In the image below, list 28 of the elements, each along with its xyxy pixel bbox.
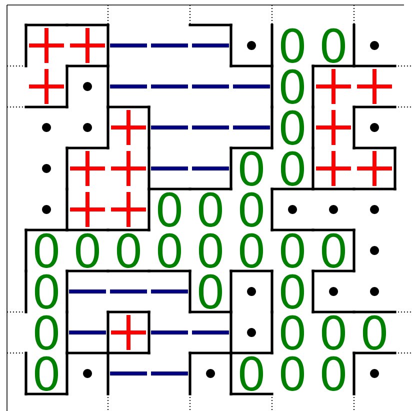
cell-digit: 0 [322,356,346,391]
cell-digit: 0 [198,192,222,227]
cell-digit: 0 [280,315,304,350]
cell-digit: 0 [322,315,346,350]
cell-digit: 0 [240,356,264,391]
cell-digit: 0 [198,274,222,309]
cell-digit: 0 [280,69,304,104]
cell-digit: 0 [34,356,58,391]
cell-digit: 0 [240,233,264,268]
cell-digit: 0 [34,233,58,268]
cell-digit: 0 [240,151,264,186]
cell-digit: 0 [76,233,100,268]
cell-digit: 0 [158,192,182,227]
cell-digit: 0 [34,274,58,309]
cell-digit: 0 [158,233,182,268]
cell-digit: 0 [280,28,304,63]
cell-digit: 0 [322,233,346,268]
cell-digit: 0 [280,110,304,145]
cell-digit: 0 [198,233,222,268]
cell-digit: 0 [116,233,140,268]
cell-digit: 0 [280,356,304,391]
cell-digit: 0 [280,274,304,309]
cell-digit: 0 [362,315,386,350]
cell-digit: 0 [280,233,304,268]
cell-digit: 0 [322,28,346,63]
cell-digit: 0 [280,151,304,186]
cell-digit: 0 [34,315,58,350]
cell-digit: 0 [240,192,264,227]
